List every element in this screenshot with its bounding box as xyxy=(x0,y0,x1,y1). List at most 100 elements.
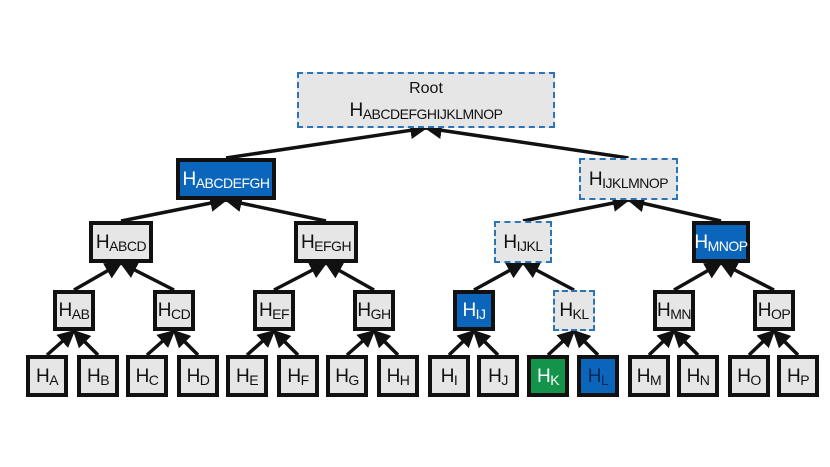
node-h-efgh: HEFGH xyxy=(294,221,358,263)
hash-subscript: L xyxy=(600,371,609,388)
hash-subscript: M xyxy=(650,371,662,388)
hash-subscript: I xyxy=(453,371,458,388)
hash-subscript: C xyxy=(148,371,159,388)
edge-i-to-ij xyxy=(447,329,476,357)
node-label: HJ xyxy=(488,367,508,388)
hash-prefix: H xyxy=(95,231,110,253)
node-h-ab: HAB xyxy=(53,290,95,331)
node-label: HABCD xyxy=(95,231,147,254)
edge-a-to-ab xyxy=(45,329,76,357)
node-label: HC xyxy=(136,367,159,388)
edge-ij-to-ijkl xyxy=(473,261,525,292)
edge-efgh-to-abcdefgh xyxy=(224,194,327,223)
node-label: HEFGH xyxy=(300,231,352,254)
hash-subscript: ABCDEFGHIJKLMNOP xyxy=(362,105,503,122)
hash-subscript: CD xyxy=(171,306,191,322)
node-label: HEF xyxy=(259,301,290,322)
hash-prefix: H xyxy=(559,300,573,321)
hash-prefix: H xyxy=(157,300,172,321)
edge-ijkl-to-ijklmnop xyxy=(522,194,631,223)
node-h-k: HK xyxy=(527,355,569,397)
hash-prefix: H xyxy=(757,300,772,321)
hash-subscript: P xyxy=(800,371,810,388)
hash-subscript: ABCDEFGH xyxy=(195,174,270,191)
hash-prefix: H xyxy=(503,231,517,253)
node-h-m: HM xyxy=(628,355,670,397)
hash-subscript: J xyxy=(501,371,508,388)
node-label: HMN xyxy=(657,300,692,321)
edge-l-to-kl xyxy=(572,329,600,357)
hash-prefix: H xyxy=(300,231,315,253)
edge-ef-to-efgh xyxy=(273,261,328,292)
node-label: HE xyxy=(235,365,259,387)
hash-subscript: EFGH xyxy=(314,237,352,254)
node-h-f: HF xyxy=(277,355,319,397)
node-h-e: HE xyxy=(226,355,268,397)
hash-subscript: D xyxy=(199,371,210,388)
hash-prefix: H xyxy=(536,365,551,387)
node-label: HABCDEFGHIJKLMNOP xyxy=(349,101,503,122)
hash-prefix: H xyxy=(235,365,250,387)
hash-subscript: A xyxy=(49,371,59,388)
edge-e-to-ef xyxy=(245,329,276,357)
node-h-n: HN xyxy=(677,355,719,397)
node-h-h: HH xyxy=(377,355,419,397)
hash-subscript: AB xyxy=(71,306,90,322)
hash-prefix: H xyxy=(86,365,101,387)
node-label: HABCDEFGH xyxy=(182,170,270,191)
hash-prefix: H xyxy=(462,300,476,321)
node-h-ef: HEF xyxy=(253,290,295,331)
edge-k-to-kl xyxy=(546,329,576,357)
hash-prefix: H xyxy=(357,300,371,321)
node-label: HD xyxy=(186,365,210,388)
node-h-b: HB xyxy=(77,355,119,397)
hash-subscript: F xyxy=(300,371,310,388)
edge-g-to-gh xyxy=(345,329,376,357)
node-title: Root xyxy=(409,79,443,97)
hash-prefix: H xyxy=(186,365,201,387)
hash-subscript: MNOP xyxy=(707,237,749,254)
node-label: HP xyxy=(787,367,810,388)
node-label: HGH xyxy=(357,300,391,321)
edge-p-to-op xyxy=(772,329,800,357)
node-h-gh: HGH xyxy=(353,290,395,331)
hash-subscript: IJKL xyxy=(516,237,544,254)
edge-gh-to-efgh xyxy=(324,261,375,292)
node-h-mn: HMN xyxy=(653,290,695,331)
node-h-i: HI xyxy=(428,355,470,397)
edge-op-to-mnop xyxy=(719,261,775,292)
node-label: HIJKLMNOP xyxy=(589,170,669,191)
edge-h-to-gh xyxy=(372,329,400,357)
edge-b-to-ab xyxy=(72,329,100,357)
node-h-o: HO xyxy=(728,355,770,397)
hash-subscript: KL xyxy=(572,306,590,322)
edge-n-to-mn xyxy=(672,329,700,357)
node-h-cd: HCD xyxy=(153,290,195,331)
node-label: HAB xyxy=(58,300,90,322)
hash-subscript: O xyxy=(750,371,761,388)
edge-abcd-to-abcdefgh xyxy=(120,194,228,223)
node-h-c: HC xyxy=(126,355,168,397)
hash-prefix: H xyxy=(657,300,671,321)
edge-mnop-to-ijklmnop xyxy=(626,194,722,223)
node-label: HCD xyxy=(157,300,191,322)
node-label: HOP xyxy=(757,300,791,321)
node-h-d: HD xyxy=(177,355,219,397)
hash-prefix: H xyxy=(58,300,73,321)
hash-subscript: ABCD xyxy=(109,237,147,254)
edge-o-to-op xyxy=(747,329,776,357)
edge-f-to-ef xyxy=(272,329,300,357)
node-label: HKL xyxy=(559,300,590,322)
hash-prefix: H xyxy=(587,365,602,387)
hash-subscript: EF xyxy=(272,306,290,322)
node-h-ij: HIJ xyxy=(453,290,495,331)
hash-subscript: IJKLMNOP xyxy=(602,174,669,191)
edge-kl-to-ijkl xyxy=(521,261,575,292)
node-label: HH xyxy=(387,367,410,387)
edge-ab-to-abcd xyxy=(73,261,123,292)
hash-subscript: G xyxy=(348,371,359,388)
node-h-l: HL xyxy=(577,355,619,397)
node-label: HM xyxy=(637,367,662,388)
hash-subscript: IJ xyxy=(475,306,486,322)
